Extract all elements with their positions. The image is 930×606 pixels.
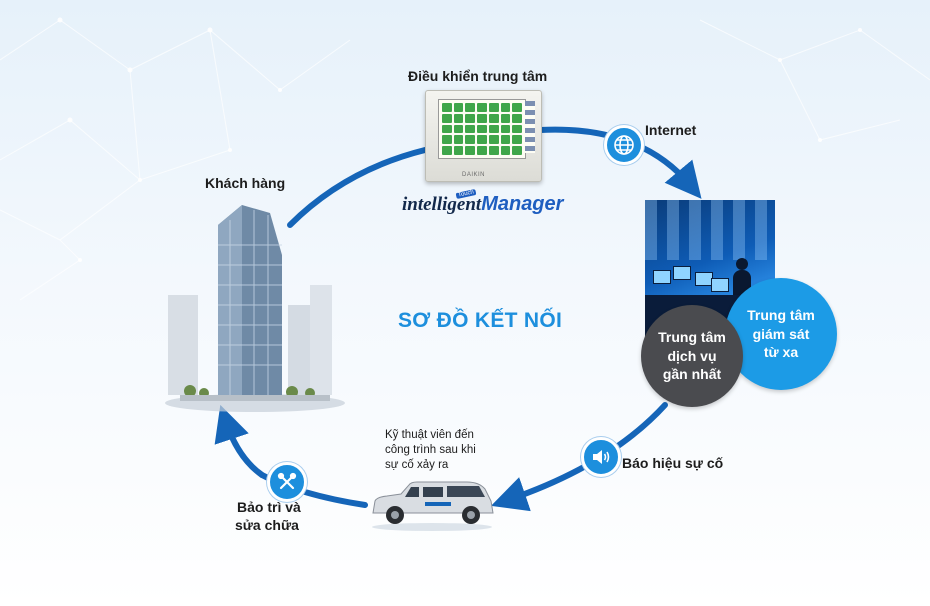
central-controller-device: DAIKIN (425, 90, 542, 182)
controller-screen (438, 99, 526, 159)
speaker-icon (581, 437, 621, 477)
arrow-customer-to-controller (287, 147, 428, 228)
tools-icon (267, 462, 307, 502)
arrow-maintenance-to-customer (214, 404, 265, 478)
nearest-service-center: Trung tâm dịch vụ gần nhất (641, 305, 743, 407)
internet-label: Internet (645, 122, 697, 138)
service-truck-illustration (372, 481, 494, 531)
controller-brand: DAIKIN (462, 172, 486, 178)
maintenance-label-line1: Bảo trì và (237, 499, 301, 515)
globe-icon (604, 125, 644, 165)
customer-label: Khách hàng (205, 175, 286, 191)
alarm-label: Báo hiệu sự cố (622, 455, 724, 471)
diagram-title: SƠ ĐỒ KẾT NỐI (398, 309, 563, 332)
technician-note: Kỹ thuật viên đến công trình sau khi sự … (385, 429, 476, 471)
controller-side-menu (525, 101, 535, 153)
maintenance-label-line2: sửa chữa (235, 517, 299, 533)
intelligent-manager-logo: intelligentManager Touch (402, 188, 564, 215)
remote-monitoring-center: Trung tâm giám sát từ xa (725, 278, 837, 390)
central-control-label: Điều khiển trung tâm (408, 68, 548, 84)
office-building-illustration (165, 205, 345, 412)
